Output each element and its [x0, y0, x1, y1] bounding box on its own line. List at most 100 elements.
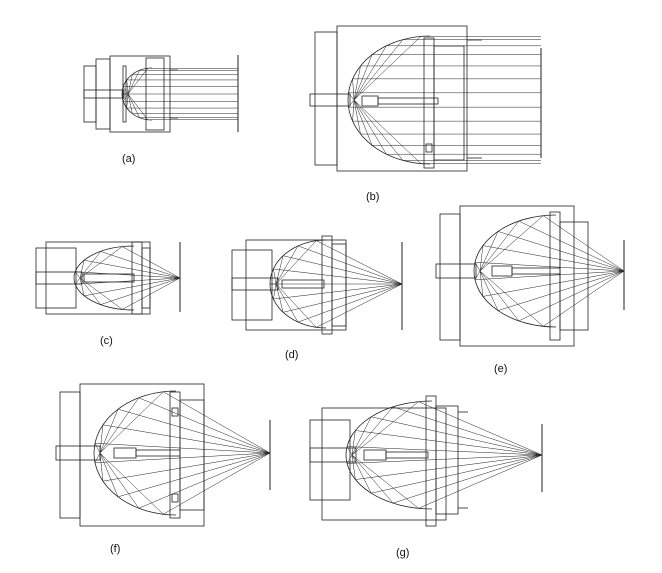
panel-d-ray [283, 255, 403, 285]
panel-f-reflector-outline [93, 390, 177, 516]
panel-f-housing [55, 383, 205, 527]
panel-f-ray [94, 443, 271, 454]
panel-e-ray [482, 270, 625, 297]
panel-e-ray [518, 220, 625, 272]
panel-e-ray [479, 270, 499, 311]
panel-c-reflector: (c) [35, 241, 181, 347]
panel-g-label: (g) [396, 547, 409, 559]
panel-b-reflector-outline [347, 35, 431, 165]
panel-a-ray [126, 93, 129, 109]
panel-f-ray [102, 424, 271, 454]
panel-g-ray [351, 454, 356, 480]
panel-d-label: (d) [285, 349, 298, 361]
panel-e-ray [518, 270, 625, 322]
panel-d-rays [269, 239, 403, 329]
panel-b-ray [353, 36, 421, 101]
panel-d-ray [273, 283, 277, 300]
panel-d-ray [316, 240, 403, 285]
panel-g-ray [351, 454, 372, 494]
panel-a-ray [123, 86, 129, 95]
panel-f-ray [99, 424, 104, 454]
panel-c-ray [79, 246, 123, 279]
panel-e-ray [474, 270, 481, 280]
panel-g-ray [351, 430, 356, 456]
panel-b-ray [353, 65, 361, 101]
panel-b-reflector: (b) [309, 25, 542, 203]
panel-b-ray [353, 99, 373, 146]
panel-e-ray [497, 270, 625, 311]
panel-b-rays [347, 35, 541, 165]
panel-c-reflector-outline [73, 245, 135, 311]
panel-g-ray [351, 401, 419, 456]
panel-f-ray [99, 452, 119, 497]
panel-c-ray [100, 251, 181, 279]
panel-g-ray [355, 454, 543, 480]
panel-b-ray [352, 99, 355, 122]
panel-g-ray [346, 446, 353, 456]
panel-a-ray [127, 70, 140, 95]
panel-b-ray [353, 45, 387, 101]
panel-f-reflector: (f) [55, 383, 271, 555]
panel-a-ray [127, 93, 148, 120]
panel-d-ray [275, 245, 299, 285]
panel-e-ray [474, 261, 625, 272]
panel-g-housing [309, 395, 468, 527]
panel-d-ray [275, 240, 317, 285]
panel-g-reflector-outline [345, 400, 433, 510]
panel-e-ray [479, 270, 484, 297]
panel-g-ray [392, 454, 543, 504]
panel-d-housing [231, 235, 347, 335]
panel-e-ray [479, 270, 544, 327]
panel-c-ray [79, 251, 101, 279]
panel-g-ray [418, 454, 543, 509]
panel-c-ray [122, 277, 181, 310]
panel-e-ray [482, 245, 625, 272]
panel-e-housing [435, 205, 589, 347]
panel-d-ray [275, 283, 299, 323]
panel-g-ray [351, 454, 419, 509]
panel-d-ray [283, 283, 403, 313]
panel-f-ray [163, 452, 271, 515]
panel-b-ray [353, 99, 387, 155]
panel-c-ray [79, 277, 123, 310]
panel-b-ray [353, 54, 373, 101]
panel-b-ray [353, 99, 361, 135]
panel-c-ray [79, 260, 85, 279]
panel-g-rays [345, 400, 543, 510]
panel-d-ray [273, 268, 403, 285]
panel-c-ray [79, 277, 85, 296]
panel-d-ray [297, 245, 403, 285]
panel-f-ray [117, 408, 271, 454]
panel-g-ray [351, 454, 394, 504]
panel-c-ray [75, 277, 181, 285]
panel-a-ray [127, 93, 140, 118]
panel-b-ray [352, 78, 355, 101]
panel-b-ray [353, 99, 421, 164]
panel-e-ray [479, 245, 484, 272]
panel-g-ray [418, 401, 543, 456]
panel-a-ray [123, 93, 129, 102]
panel-a-ray [127, 74, 133, 95]
panel-a-label: (a) [122, 153, 135, 165]
panel-e-ray [479, 231, 499, 272]
panel-f-ray [102, 452, 271, 482]
panel-f-ray [94, 443, 101, 454]
panel-e-ray [497, 231, 625, 272]
panel-e-ray [474, 262, 481, 272]
panel-c-ray [79, 277, 101, 305]
panel-c-ray [74, 271, 81, 279]
panel-b-ray [348, 99, 355, 108]
panel-c-rays [73, 245, 181, 311]
panel-e-reflector-outline [473, 214, 557, 328]
panel-g-reflector: (g) [309, 395, 543, 559]
panel-a-reflector: (a) [83, 55, 239, 165]
panel-g-ray [392, 406, 543, 456]
panel-a-ray [126, 79, 129, 95]
panel-c-ray [122, 246, 181, 279]
panel-f-ray [138, 452, 271, 509]
panel-f-ray [138, 397, 271, 454]
panel-f-ray [99, 452, 139, 509]
panel-e-ray [543, 270, 625, 327]
panel-c-ray [75, 271, 181, 279]
panel-f-ray [99, 452, 104, 482]
